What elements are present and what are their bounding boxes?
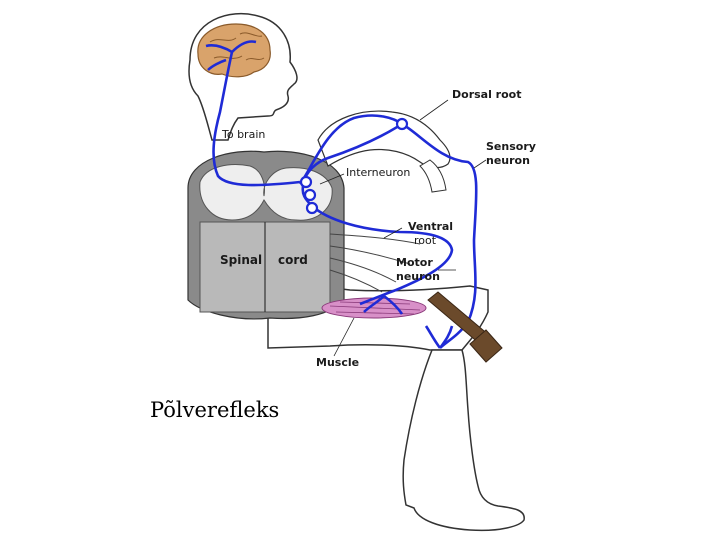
label-to-brain: To brain bbox=[221, 128, 265, 141]
nerve-pathways bbox=[205, 40, 478, 349]
knee-receptor-branch bbox=[424, 325, 454, 349]
slide-caption: Põlverefleks bbox=[150, 398, 280, 422]
lower-leg-outline bbox=[402, 349, 525, 532]
label-motor-2: neuron bbox=[396, 270, 440, 283]
spinal-cord-gray-matter bbox=[199, 164, 333, 221]
neuron-cell-bodies bbox=[299, 117, 409, 215]
label-interneuron: Interneuron bbox=[346, 166, 410, 179]
sensory-to-interneuron bbox=[302, 122, 403, 183]
interneuron-leader bbox=[319, 173, 345, 185]
sensory-leader bbox=[473, 159, 487, 169]
label-sensory-2: neuron bbox=[486, 154, 530, 167]
motor-branch-1 bbox=[363, 295, 385, 313]
muscle-leader bbox=[333, 317, 355, 357]
label-motor-1: Motor bbox=[396, 256, 433, 269]
brain-branch-1 bbox=[205, 43, 233, 54]
label-ventral-1: Ventral bbox=[408, 220, 453, 233]
motor-neuron-path bbox=[311, 205, 454, 306]
motor-neuron-cell bbox=[305, 201, 319, 215]
label-cord: cord bbox=[278, 253, 308, 267]
ascending-tract bbox=[212, 51, 301, 187]
brain-folds bbox=[209, 32, 265, 61]
dorsal-root-ganglion-cell bbox=[395, 117, 409, 131]
label-muscle: Muscle bbox=[316, 356, 359, 369]
reflex-hammer bbox=[427, 291, 503, 363]
label-dorsal-root: Dorsal root bbox=[452, 88, 521, 101]
label-ventral-2: root bbox=[414, 234, 437, 247]
dorsal-root-ganglion bbox=[317, 110, 451, 169]
motor-branch-2 bbox=[383, 294, 404, 315]
dorsal-root-tube bbox=[419, 159, 447, 193]
ventral-roots bbox=[329, 233, 421, 293]
brain-branch-3 bbox=[207, 58, 227, 71]
interneuron-cell-2 bbox=[303, 188, 317, 202]
leader-lines bbox=[319, 99, 487, 357]
brain-branch-2 bbox=[231, 40, 257, 53]
hammer-head bbox=[469, 329, 503, 363]
label-spinal: Spinal bbox=[220, 253, 262, 267]
label-sensory-1: Sensory bbox=[486, 140, 536, 153]
dorsal-root-leader bbox=[419, 99, 449, 121]
interneuron-cell-1 bbox=[299, 175, 313, 189]
ventral-root-leader bbox=[383, 227, 403, 239]
